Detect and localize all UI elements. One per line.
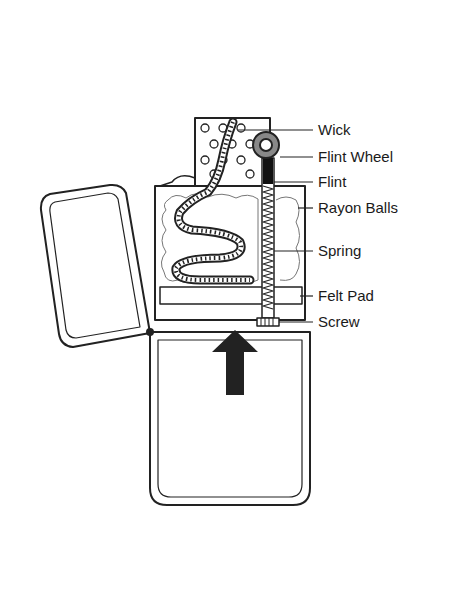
part-label: Screw [318, 313, 360, 331]
part-label: Flint [318, 173, 346, 191]
part-label: Felt Pad [318, 287, 374, 305]
part-label: Wick [318, 121, 351, 139]
insert-arrow [212, 330, 258, 395]
part-label: Spring [318, 242, 361, 260]
part-label: Rayon Balls [318, 199, 398, 217]
part-label: Flint Wheel [318, 148, 393, 166]
